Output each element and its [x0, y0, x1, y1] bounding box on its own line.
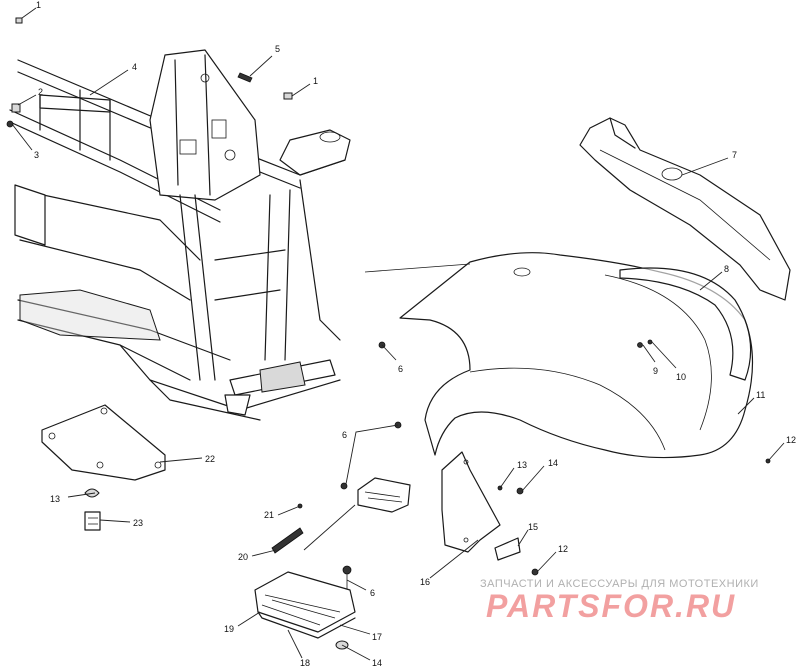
callout-labels: 1 5 1 4 2 3 7 8 6 9 10 11 12 22 6 13 14 … — [34, 0, 796, 668]
callout-10: 10 — [676, 372, 686, 382]
hardware — [6, 17, 771, 650]
footrest-lower — [254, 571, 356, 639]
callout-6-upper: 6 — [398, 364, 403, 374]
callout-13-mid: 13 — [517, 460, 527, 470]
callout-6-low: 6 — [370, 588, 375, 598]
callout-15: 15 — [528, 522, 538, 532]
callout-14-mid: 14 — [548, 458, 558, 468]
callout-23: 23 — [133, 518, 143, 528]
callout-17: 17 — [372, 632, 382, 642]
frame-assembly — [9, 49, 351, 421]
skid-plate — [41, 404, 166, 481]
callout-4: 4 — [132, 62, 137, 72]
callout-16: 16 — [420, 577, 430, 587]
callout-8: 8 — [724, 264, 729, 274]
bracket — [494, 537, 521, 561]
watermark-caption: ЗАПЧАСТИ И АКСЕССУАРЫ ДЛЯ МОТОТЕХНИКИ — [480, 578, 759, 590]
mud-flap — [441, 451, 501, 553]
footrest-upper — [357, 477, 411, 513]
front-fender — [364, 252, 754, 459]
callout-20: 20 — [238, 552, 248, 562]
callout-22: 22 — [205, 454, 215, 464]
callout-13-left: 13 — [50, 494, 60, 504]
watermark-brand: PARTSFOR.RU — [486, 588, 737, 624]
callout-11: 11 — [756, 390, 765, 400]
callout-14-low: 14 — [372, 658, 382, 668]
callout-9: 9 — [653, 366, 658, 376]
callout-12-low: 12 — [558, 544, 568, 554]
callout-5: 5 — [275, 44, 280, 54]
callout-21: 21 — [264, 510, 274, 520]
callout-7: 7 — [732, 150, 737, 160]
callout-2: 2 — [38, 87, 43, 97]
callout-3: 3 — [34, 150, 39, 160]
leader-lines — [11, 7, 785, 661]
front-rack — [579, 117, 791, 301]
callout-19: 19 — [224, 624, 234, 634]
callout-18: 18 — [300, 658, 310, 668]
callout-1-right: 1 — [313, 76, 318, 86]
callout-1-top: 1 — [36, 0, 41, 10]
callout-6-mid: 6 — [342, 430, 347, 440]
callout-12-right: 12 — [786, 435, 796, 445]
